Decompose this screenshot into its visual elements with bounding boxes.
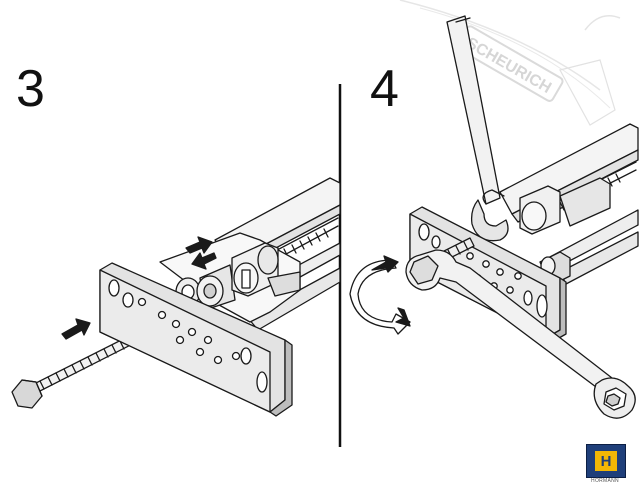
brand-logo-mark: H xyxy=(595,451,617,471)
step-3-illustration xyxy=(11,177,341,417)
insert-arrow-left xyxy=(61,318,91,340)
step-3-number: 3 xyxy=(16,60,45,118)
mounting-plate-step3 xyxy=(99,262,293,417)
brand-logo: H xyxy=(586,444,626,478)
wrench-upper xyxy=(446,15,509,242)
step-4-number: 4 xyxy=(370,60,399,118)
watermark: SCHEURICH xyxy=(399,0,621,126)
brand-caption: HÖRMANN xyxy=(591,478,619,484)
tighten-arrow-right xyxy=(185,236,213,254)
wrench-lower xyxy=(405,249,636,419)
tighten-arrow-back xyxy=(191,252,217,270)
rotation-arrow xyxy=(349,255,411,335)
clamp-parts-step4 xyxy=(519,177,611,287)
step-4-illustration xyxy=(349,15,639,419)
